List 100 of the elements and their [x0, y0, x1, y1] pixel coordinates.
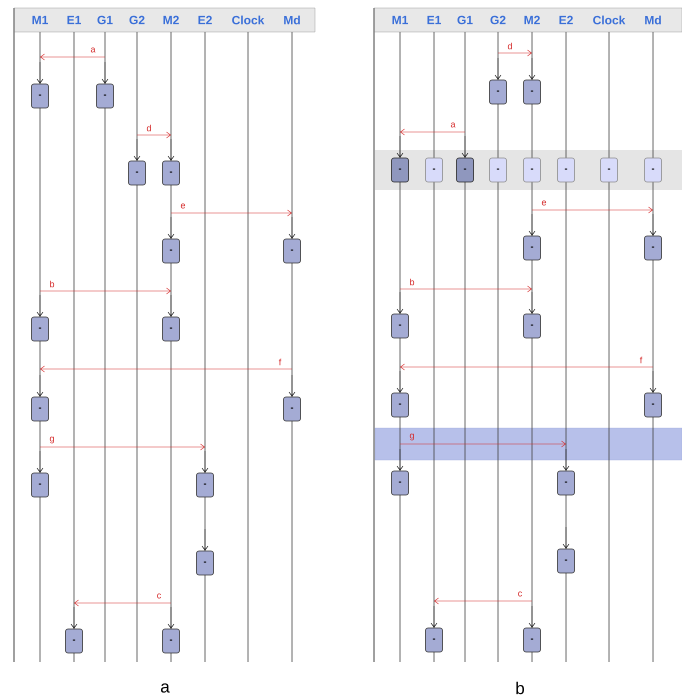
lifeline: [204, 32, 206, 662]
arrow: [462, 136, 468, 158]
message-arrow: [74, 600, 172, 606]
column-header: G1: [458, 16, 473, 24]
column-header: G2: [490, 16, 506, 24]
state-box: -: [31, 84, 49, 108]
edge-label: a: [90, 48, 96, 52]
message-arrow: [170, 210, 292, 216]
state-box: -: [600, 158, 618, 182]
arrow: [36, 294, 44, 317]
state-box: -: [128, 160, 146, 186]
column-header: G1: [97, 16, 113, 24]
state-box: -: [31, 396, 49, 422]
lifeline: [464, 32, 466, 662]
column-header: Md: [284, 16, 300, 24]
message-arrow: [400, 128, 466, 136]
message-arrow: [400, 286, 532, 292]
state-box: -: [489, 158, 507, 182]
column-header: E2: [559, 16, 573, 24]
arrow: [396, 370, 404, 393]
arrow: [494, 58, 502, 80]
edge-label: g: [50, 436, 54, 444]
state-box: -: [31, 316, 49, 342]
message-arrow: [40, 288, 171, 294]
state-box: -: [96, 84, 114, 108]
edge-label: f: [278, 358, 282, 366]
state-box: -: [557, 470, 575, 496]
state-box: -: [391, 392, 409, 418]
column-header: Md: [645, 16, 661, 24]
message-arrow: [532, 206, 653, 214]
arrow: [102, 62, 108, 84]
edge-label: e: [180, 204, 186, 208]
arrow: [134, 138, 140, 161]
column-header: M1: [392, 16, 408, 24]
arrow: [528, 606, 536, 628]
state-box: -: [391, 158, 409, 182]
arrow: [528, 292, 536, 314]
state-box: -: [162, 160, 180, 186]
arrow: [396, 136, 404, 158]
state-box: -: [196, 550, 214, 576]
arrow: [396, 292, 404, 314]
arrow: [288, 374, 296, 397]
panel-label: a: [161, 683, 170, 693]
state-box: -: [557, 158, 575, 182]
state-box: -: [523, 314, 541, 338]
state-box: -: [456, 158, 474, 182]
message-arrow: [40, 444, 205, 450]
arrow: [168, 294, 174, 317]
arrow: [650, 214, 656, 236]
state-box: -: [523, 236, 541, 260]
column-header: Clock: [232, 16, 264, 24]
state-box: -: [557, 548, 575, 574]
state-box: -: [489, 80, 507, 104]
state-box: -: [391, 470, 409, 496]
column-header: M1: [32, 16, 48, 24]
state-box: -: [523, 158, 541, 182]
arrow: [396, 448, 404, 471]
arrow: [168, 138, 174, 161]
message-arrow: [136, 132, 171, 138]
state-box: -: [31, 472, 49, 498]
panel-label: b: [516, 682, 524, 694]
edge-label: b: [410, 278, 414, 286]
edge-label: f: [640, 356, 642, 364]
state-box: -: [162, 316, 180, 342]
arrow: [70, 606, 78, 629]
message-arrow: [40, 54, 106, 60]
edge-label: c: [157, 594, 162, 598]
arrow: [288, 216, 296, 239]
state-box: -: [644, 158, 662, 182]
state-box: -: [425, 628, 443, 652]
state-box: -: [644, 236, 662, 260]
column-header: Clock: [593, 16, 626, 24]
lifeline: [652, 32, 654, 662]
arrow: [36, 62, 44, 84]
arrow: [202, 450, 208, 473]
column-header: G2: [129, 16, 145, 24]
lifeline: [104, 32, 106, 662]
state-box: -: [644, 392, 662, 418]
arrow: [202, 528, 208, 551]
arrow: [168, 216, 174, 239]
state-box: -: [65, 628, 83, 654]
state-box: -: [523, 628, 541, 652]
state-box: -: [523, 80, 541, 104]
arrow: [562, 526, 570, 549]
arrow: [36, 374, 44, 397]
arrow: [562, 448, 570, 471]
column-header: E1: [427, 16, 441, 24]
edge-label: a: [450, 122, 456, 128]
state-box: -: [196, 472, 214, 498]
state-box: -: [162, 238, 180, 264]
state-box: -: [283, 238, 301, 264]
edge-label: e: [542, 200, 546, 206]
edge-label: c: [518, 592, 522, 596]
message-arrow: [400, 440, 566, 448]
column-header: E2: [198, 16, 212, 24]
arrow: [528, 214, 536, 236]
arrow: [528, 58, 536, 80]
message-arrow: [498, 50, 532, 56]
state-box: -: [391, 314, 409, 338]
arrow: [168, 606, 174, 629]
